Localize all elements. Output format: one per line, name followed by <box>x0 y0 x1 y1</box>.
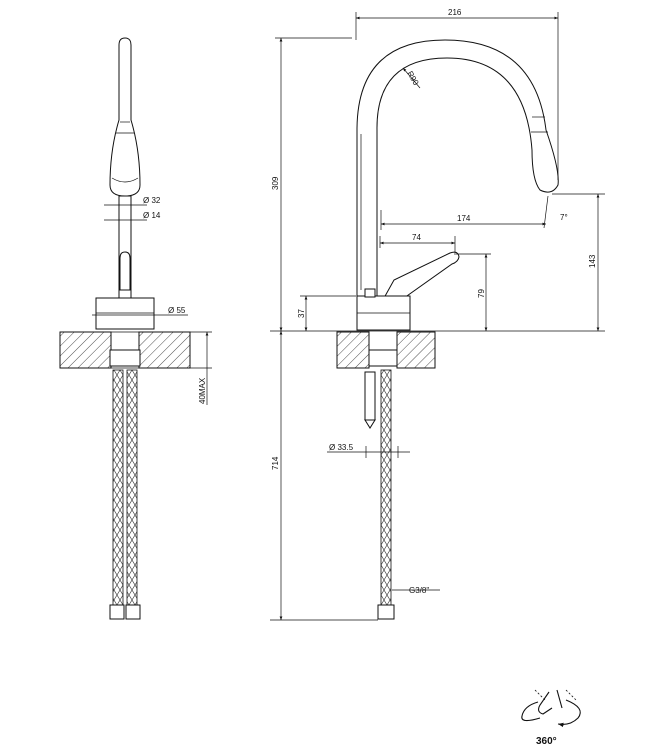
dim-max-thickness: 40MAX <box>198 377 207 404</box>
front-lever <box>119 251 131 291</box>
front-hose-left <box>112 369 124 606</box>
dim-base-height: 37 <box>297 309 306 318</box>
dim-base-dia: Ø 55 <box>168 306 186 315</box>
front-hose-right <box>126 369 138 606</box>
front-spout <box>109 37 141 197</box>
dim-lever-reach: 74 <box>412 233 421 242</box>
dim-height: 309 <box>271 176 280 190</box>
front-base <box>95 297 155 330</box>
dim-outlet-reach: 174 <box>457 214 471 223</box>
side-countertop-left <box>336 331 370 369</box>
dim-radius: R90 <box>405 70 420 88</box>
rotation-label: 360° <box>536 736 557 747</box>
side-lever <box>383 251 460 299</box>
dim-outlet-height: 143 <box>588 254 597 268</box>
dim-outlet-angle: 7° <box>560 213 568 222</box>
dim-shank-dia: Ø 33.5 <box>329 443 354 452</box>
front-countertop-left <box>59 331 112 369</box>
dim-hose-thread: G3/8" <box>409 586 429 595</box>
side-view: 216 R90 309 174 7° 143 74 79 37 <box>270 8 605 621</box>
dim-spout-dia: Ø 32 <box>143 196 161 205</box>
front-view: Ø 32 Ø 14 Ø 55 40MAX <box>59 37 212 620</box>
front-countertop-right <box>138 331 191 369</box>
side-spout <box>356 39 559 297</box>
dim-outlet-dia: Ø 14 <box>143 211 161 220</box>
dim-hose-length: 714 <box>271 456 280 470</box>
dim-reach: 216 <box>448 8 462 17</box>
side-shank <box>364 371 376 421</box>
dim-lever-height: 79 <box>477 289 486 298</box>
rotation-360-icon: 360° <box>521 689 581 747</box>
side-countertop-right <box>396 331 436 369</box>
side-hose <box>380 369 392 606</box>
